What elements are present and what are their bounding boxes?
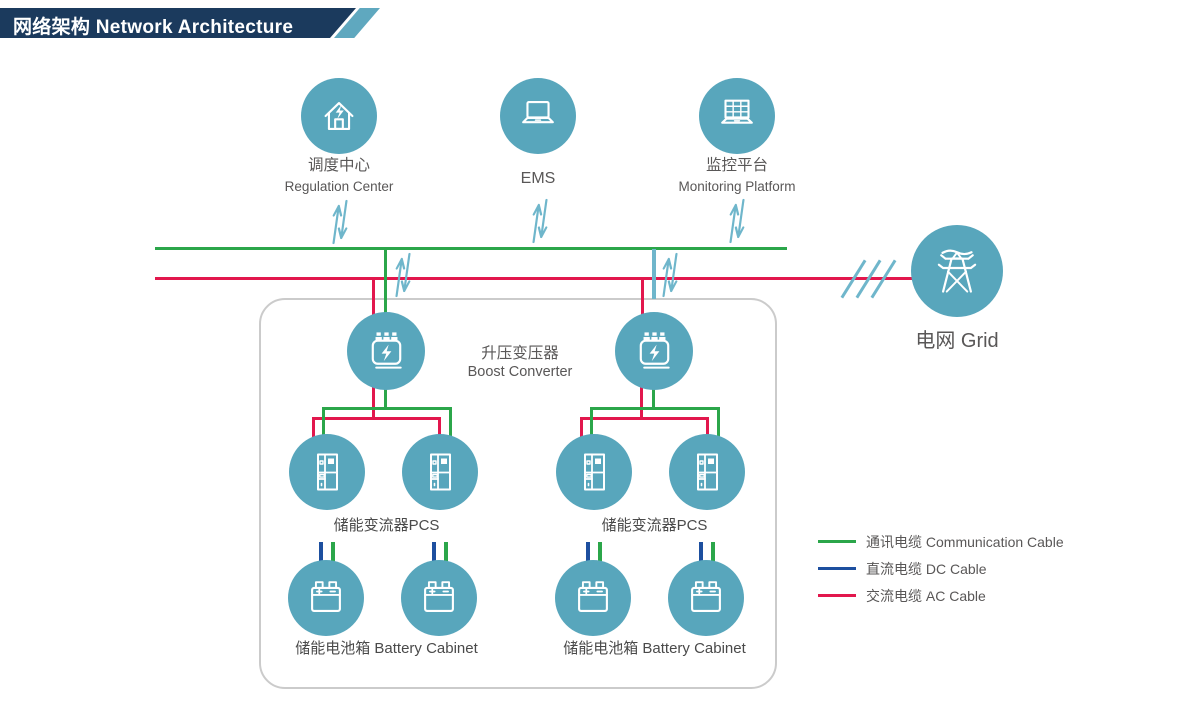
ac-branch-bar bbox=[312, 417, 441, 420]
communication-cable-stub bbox=[444, 542, 448, 562]
converter-cabinet-icon bbox=[416, 448, 464, 496]
battery-icon bbox=[570, 575, 616, 621]
house-lightning-icon bbox=[316, 93, 362, 139]
ac-branch-line bbox=[640, 386, 643, 420]
legend: 通讯电缆 Communication Cable 直流电缆 DC Cable 交… bbox=[818, 528, 1064, 609]
legend-item-dc: 直流电缆 DC Cable bbox=[818, 555, 1064, 582]
boost-converter-node bbox=[347, 312, 425, 390]
ac-drop-line bbox=[641, 279, 644, 315]
pcs-label: 储能变流器PCS bbox=[333, 517, 440, 534]
regulation-center-label-zh: 调度中心 bbox=[307, 157, 370, 174]
battery-cabinet-node bbox=[401, 560, 477, 636]
pcs-node bbox=[669, 434, 745, 510]
regulation-center-node bbox=[301, 78, 377, 154]
converter-cabinet-icon bbox=[683, 448, 731, 496]
boost-converter-label-en: Boost Converter bbox=[467, 364, 573, 381]
ac-branch-bar bbox=[580, 417, 709, 420]
transformer-lightning-icon bbox=[363, 328, 410, 375]
converter-cabinet-icon bbox=[303, 448, 351, 496]
ems-node bbox=[500, 78, 576, 154]
legend-label: 交流电缆 AC Cable bbox=[866, 587, 986, 604]
communication-cable-stub bbox=[711, 542, 715, 562]
communication-branch-line bbox=[449, 407, 452, 437]
communication-cable-swatch bbox=[818, 540, 856, 543]
regulation-center-label-en: Regulation Center bbox=[284, 179, 394, 194]
communication-branch-line bbox=[652, 386, 655, 410]
battery-icon bbox=[303, 575, 349, 621]
dc-cable-stub bbox=[586, 542, 590, 562]
pcs-node bbox=[402, 434, 478, 510]
converter-cabinet-icon bbox=[570, 448, 618, 496]
transformer-lightning-icon bbox=[631, 328, 678, 375]
transmission-tower-icon bbox=[928, 242, 986, 300]
communication-branch-line bbox=[322, 407, 325, 437]
ac-branch-line bbox=[372, 386, 375, 420]
data-flow-arrow-icon bbox=[326, 199, 354, 245]
monitoring-platform-label-en: Monitoring Platform bbox=[678, 179, 796, 194]
grid-node bbox=[911, 225, 1003, 317]
ac-branch-line bbox=[706, 417, 709, 437]
pcs-label: 储能变流器PCS bbox=[601, 517, 708, 534]
ac-bus-line bbox=[155, 277, 912, 280]
battery-cabinet-node bbox=[668, 560, 744, 636]
ac-drop-line bbox=[372, 279, 375, 315]
battery-cabinet-label: 储能电池箱 Battery Cabinet bbox=[295, 640, 478, 657]
ac-branch-line bbox=[312, 417, 315, 437]
ac-branch-line bbox=[580, 417, 583, 437]
data-flow-arrow-icon bbox=[723, 198, 751, 244]
pcs-node bbox=[289, 434, 365, 510]
battery-icon bbox=[416, 575, 462, 621]
ems-label: EMS bbox=[520, 170, 556, 187]
banner-background bbox=[0, 8, 356, 38]
legend-item-ac: 交流电缆 AC Cable bbox=[818, 582, 1064, 609]
battery-cabinet-node bbox=[555, 560, 631, 636]
dc-cable-swatch bbox=[818, 567, 856, 570]
legend-label: 直流电缆 DC Cable bbox=[866, 560, 987, 577]
dc-cable-stub bbox=[699, 542, 703, 562]
communication-branch-bar bbox=[590, 407, 720, 410]
battery-cabinet-node bbox=[288, 560, 364, 636]
communication-branch-line bbox=[717, 407, 720, 437]
dc-cable-stub bbox=[432, 542, 436, 562]
boost-converter-label-zh: 升压变压器 bbox=[481, 345, 559, 362]
data-flow-arrow-icon bbox=[389, 252, 417, 298]
communication-bus-line bbox=[155, 247, 787, 250]
communication-branch-line bbox=[590, 407, 593, 437]
laptop-icon bbox=[515, 93, 561, 139]
battery-cabinet-label: 储能电池箱 Battery Cabinet bbox=[563, 640, 746, 657]
communication-branch-line bbox=[384, 386, 387, 410]
boost-converter-node bbox=[615, 312, 693, 390]
data-flow-arrow-icon bbox=[526, 198, 554, 244]
ac-branch-line bbox=[438, 417, 441, 437]
storage-unit-box bbox=[259, 298, 777, 689]
section-title: 网络架构 Network Architecture bbox=[13, 17, 294, 38]
communication-cable-stub bbox=[598, 542, 602, 562]
dc-cable-stub bbox=[319, 542, 323, 562]
grid-label: 电网 Grid bbox=[915, 330, 999, 352]
boost-converter-label: 升压变压器 Boost Converter bbox=[430, 344, 610, 382]
communication-branch-bar bbox=[322, 407, 452, 410]
monitoring-platform-label-zh: 监控平台 bbox=[705, 157, 768, 174]
communication-cable-stub bbox=[331, 542, 335, 562]
battery-icon bbox=[683, 575, 729, 621]
ac-cable-swatch bbox=[818, 594, 856, 597]
link-drop-line bbox=[652, 249, 656, 299]
monitoring-platform-node bbox=[699, 78, 775, 154]
laptop-grid-screen-icon bbox=[714, 93, 760, 139]
legend-label: 通讯电缆 Communication Cable bbox=[866, 533, 1064, 550]
pcs-node bbox=[556, 434, 632, 510]
legend-item-communication: 通讯电缆 Communication Cable bbox=[818, 528, 1064, 555]
communication-drop-line bbox=[384, 249, 387, 315]
data-flow-arrow-icon bbox=[656, 252, 684, 298]
